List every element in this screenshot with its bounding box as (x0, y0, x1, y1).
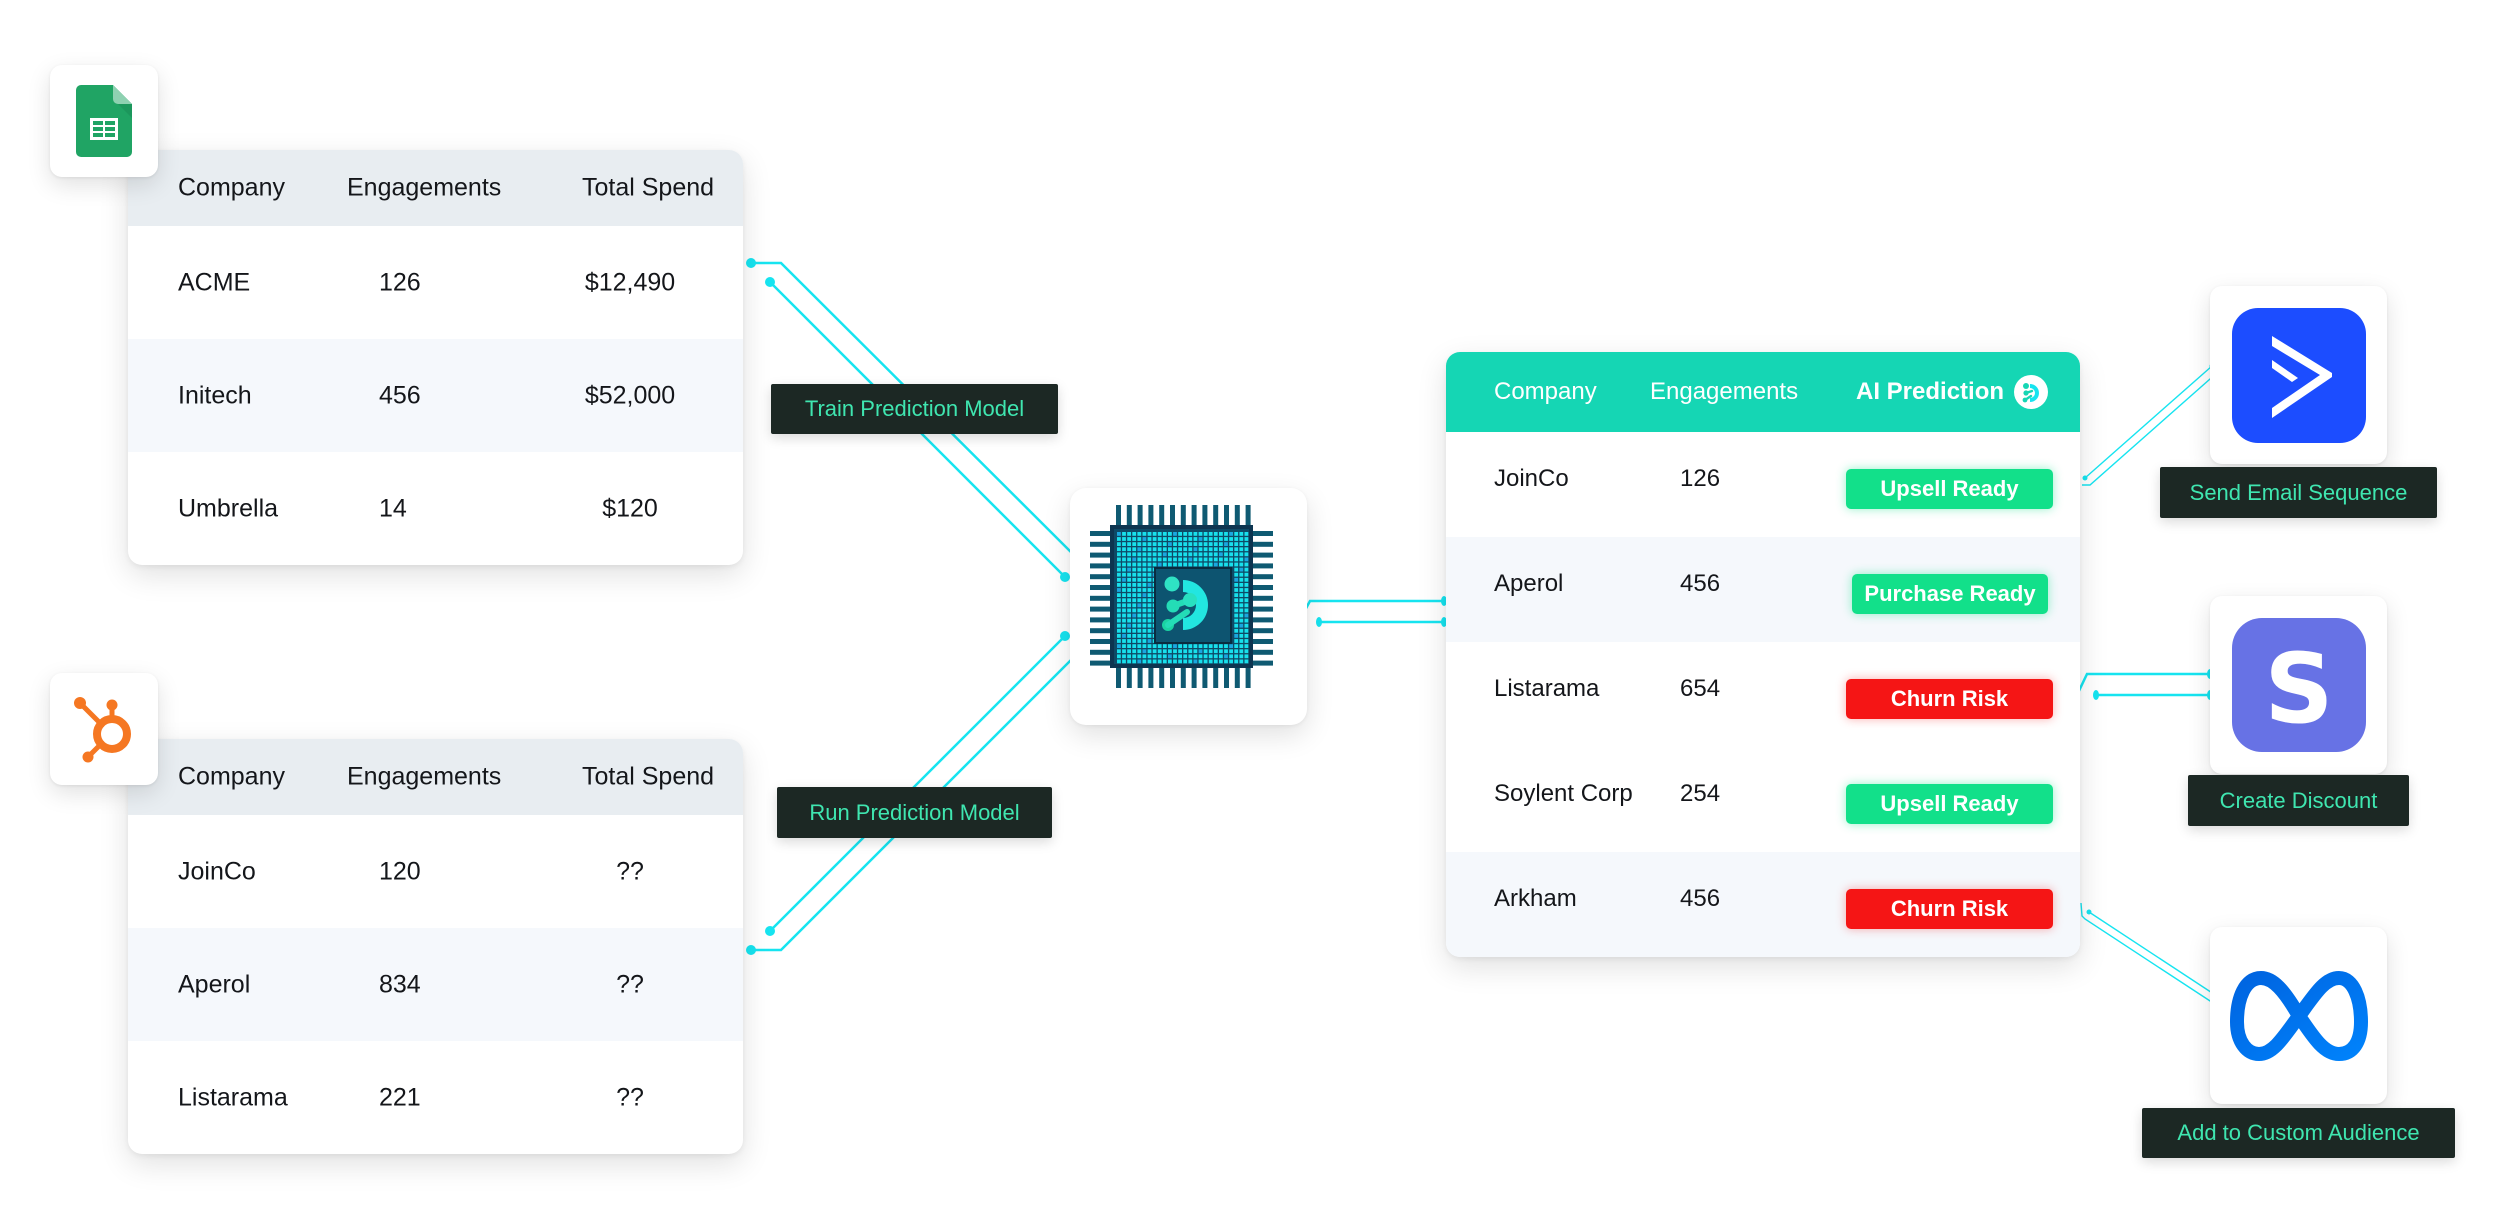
column-header-company: Company (178, 173, 285, 202)
column-header-engagements: Engagements (1650, 378, 1799, 405)
wire-stripe-1 (2075, 672, 2210, 696)
table-row: JoinCo 126 Upsell Ready (1446, 432, 2080, 537)
ai-logo-icon (2014, 375, 2049, 409)
run-label-text: Run Prediction Model (809, 799, 1020, 825)
company-cell: Aperol (178, 970, 251, 998)
ai-prediction-table: Company Engagements AI Prediction JoinCo… (1446, 352, 2080, 957)
action-label-text: Send Email Sequence (2189, 479, 2408, 505)
source-table-sheets: Company Engagements Total Spend ACME 126… (128, 150, 743, 565)
table-row: Aperol 456 Purchase Ready (1446, 537, 2080, 642)
engagements-cell: 126 (1680, 465, 1721, 493)
company-cell: Soylent Corp (1494, 780, 1633, 808)
table-header: Company Engagements Total Spend (128, 150, 743, 226)
ai-processor-card (1070, 488, 1307, 725)
engagements-cell: 834 (379, 970, 421, 998)
company-cell: JoinCo (1494, 465, 1569, 493)
prediction-badge: Upsell Ready (1846, 783, 2053, 824)
svg-text:S: S (2264, 633, 2333, 745)
ai-logo-mark (1162, 576, 1208, 631)
engagements-cell: 14 (379, 494, 407, 522)
column-header-engagements: Engagements (347, 762, 502, 791)
table-header: Company Engagements Total Spend (128, 739, 743, 815)
activecampaign-icon (2231, 307, 2366, 443)
company-cell: JoinCo (178, 857, 256, 885)
train-prediction-model-label: Train Prediction Model (771, 384, 1058, 434)
engagements-cell: 221 (379, 1083, 421, 1111)
add-to-custom-audience-label: Add to Custom Audience (2142, 1108, 2455, 1158)
prediction-badge: Churn Risk (1846, 888, 2053, 929)
company-cell: Arkham (1494, 885, 1577, 913)
ai-chip-icon (1090, 505, 1273, 688)
wire-run-1 (769, 635, 1066, 932)
engagements-cell: 456 (1680, 570, 1721, 598)
table-row: Soylent Corp 254 Upsell Ready (1446, 747, 2080, 852)
column-header-company: Company (1494, 378, 1597, 405)
prediction-badge: Purchase Ready (1852, 573, 2048, 614)
column-header-total-spend: Total Spend (582, 762, 715, 791)
table-row: Aperol 834 ?? (128, 928, 743, 1041)
engagements-cell: 456 (1680, 885, 1721, 913)
wire-output-1 (1296, 599, 1444, 624)
meta-card (2210, 927, 2387, 1104)
engagements-cell: 254 (1680, 780, 1721, 808)
hubspot-card (50, 673, 158, 785)
table-row: JoinCo 120 ?? (178, 857, 644, 885)
prediction-badge: Churn Risk (1846, 678, 2053, 719)
google-sheets-icon (76, 85, 132, 157)
engagements-cell: 120 (379, 857, 421, 885)
company-cell: Umbrella (178, 494, 279, 522)
table-row: ACME 126 $12,490 (178, 268, 676, 296)
google-sheets-card (50, 65, 158, 177)
wire-email-1 (2084, 365, 2213, 479)
table-row: Initech 456 $52,000 (128, 339, 743, 452)
table-row: Umbrella 14 $120 (178, 494, 658, 522)
prediction-badge: Upsell Ready (1846, 468, 2053, 509)
column-header-ai-prediction: AI Prediction (1856, 375, 2049, 409)
send-email-sequence-label: Send Email Sequence (2160, 467, 2437, 518)
column-header-engagements: Engagements (347, 173, 502, 202)
action-label-text: Create Discount (2219, 787, 2378, 813)
company-cell: Listarama (178, 1083, 288, 1111)
engagements-cell: 456 (379, 381, 421, 409)
train-label-text: Train Prediction Model (804, 396, 1025, 421)
table-row: Listarama 654 Churn Risk (1446, 642, 2080, 747)
engagements-cell: 654 (1680, 675, 1721, 703)
stripe-icon: S (2231, 618, 2366, 752)
engagements-cell: 126 (379, 268, 421, 296)
source-table-hubspot: Company Engagements Total Spend JoinCo 1… (128, 739, 743, 1154)
column-header-company: Company (178, 762, 285, 791)
company-cell: Aperol (1494, 570, 1564, 598)
company-cell: ACME (178, 268, 251, 296)
column-header-total-spend: Total Spend (582, 173, 715, 202)
action-label-text: Add to Custom Audience (2177, 1120, 2420, 1145)
wire-meta-1 (2088, 911, 2230, 1005)
meta-icon (2229, 970, 2368, 1061)
company-cell: Listarama (1494, 675, 1600, 703)
company-cell: Initech (178, 381, 252, 409)
table-header: Company Engagements AI Prediction (1446, 352, 2080, 432)
table-row: Listarama 221 ?? (178, 1083, 644, 1111)
stripe-card: S (2210, 596, 2387, 774)
run-prediction-model-label: Run Prediction Model (777, 787, 1052, 838)
table-row: Arkham 456 Churn Risk (1446, 852, 2080, 957)
create-discount-label: Create Discount (2188, 775, 2409, 826)
hubspot-icon (74, 697, 131, 763)
activecampaign-card (2210, 286, 2387, 464)
